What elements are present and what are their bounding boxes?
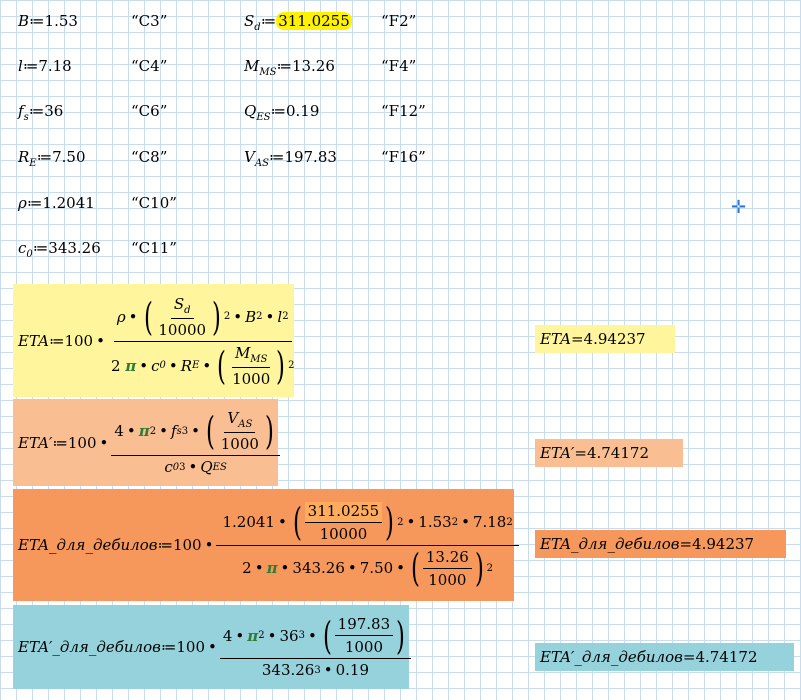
result-eta[interactable]: ETA=4.94237 <box>535 325 675 353</box>
selected-value-highlight[interactable]: 311.0255 <box>276 12 352 30</box>
var-def-B[interactable]: B≔1.53 <box>18 12 78 30</box>
var-def-l[interactable]: l≔7.18 <box>18 57 72 75</box>
var-ref-MMS: “F4” <box>381 57 417 75</box>
result-eta-prime-num[interactable]: ETA′_для_дебилов=4.74172 <box>535 643 794 671</box>
var-def-fs[interactable]: fs≔36 <box>18 102 64 123</box>
var-def-QES[interactable]: QES≔0.19 <box>244 102 320 123</box>
var-ref-rho: “C10” <box>131 194 177 212</box>
formula-eta-prime-num-region[interactable] <box>13 605 409 689</box>
var-def-rho[interactable]: ρ≔1.2041 <box>18 194 95 212</box>
crosshair-cursor-icon: ✛ <box>731 197 747 218</box>
formula-eta-prime-region[interactable] <box>13 399 278 486</box>
var-ref-QES: “F12” <box>381 102 426 120</box>
var-def-c0[interactable]: c0≔343.26 <box>18 239 101 260</box>
var-def-MMS[interactable]: MMS≔13.26 <box>244 57 335 78</box>
result-eta-prime[interactable]: ETA′=4.74172 <box>535 439 683 467</box>
var-def-Sd[interactable]: Sd≔311.0255 <box>244 12 352 33</box>
var-ref-RE: “C8” <box>131 148 168 166</box>
var-ref-l: “C4” <box>131 57 168 75</box>
var-ref-c0: “C11” <box>131 239 177 257</box>
var-ref-VAS: “F16” <box>381 148 426 166</box>
result-eta-num[interactable]: ETA_для_дебилов=4.94237 <box>535 530 786 558</box>
var-ref-fs: “C6” <box>131 102 168 120</box>
var-ref-Sd: “F2” <box>381 12 417 30</box>
var-ref-B: “C3” <box>131 12 168 30</box>
var-def-RE[interactable]: RE≔7.50 <box>18 148 86 169</box>
var-def-VAS[interactable]: VAS≔197.83 <box>244 148 337 169</box>
